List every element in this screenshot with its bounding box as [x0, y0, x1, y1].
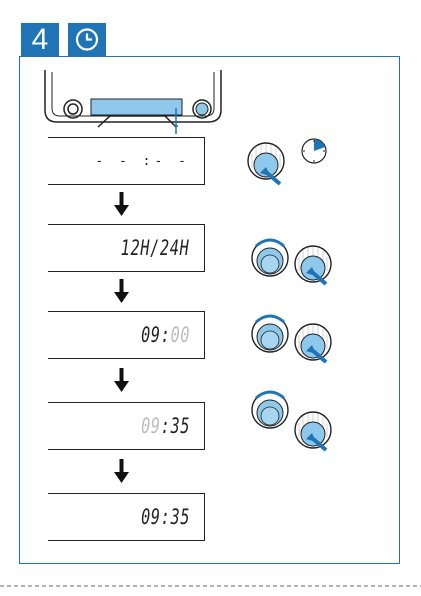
display-readout-2: 12H/24H — [121, 236, 190, 260]
step-number-badge: 4 — [21, 23, 59, 56]
display-readout-4: 09:35 — [141, 414, 190, 438]
clock-icon — [68, 23, 106, 56]
step-number: 4 — [32, 23, 49, 57]
display-readout-1: - - :- - — [95, 154, 190, 169]
display-readout-4-bright: :35 — [161, 414, 190, 438]
display-readout-3-dim: 00 — [170, 323, 190, 347]
display-screen-1: - - :- - — [48, 137, 205, 185]
display-readout-5: 09:35 — [141, 505, 190, 529]
instruction-panel — [19, 56, 400, 564]
display-screen-2: 12H/24H — [48, 224, 205, 272]
display-readout-4-dim: 09 — [141, 414, 161, 438]
display-screen-4: 09:35 — [48, 402, 205, 450]
display-screen-3: 09:00 — [48, 311, 205, 359]
display-screen-5: 09:35 — [48, 493, 205, 541]
clock-badge — [68, 23, 106, 56]
display-readout-3-bright: 09: — [141, 323, 170, 347]
bottom-dashed-line — [0, 585, 421, 587]
display-readout-3: 09:00 — [141, 323, 190, 347]
